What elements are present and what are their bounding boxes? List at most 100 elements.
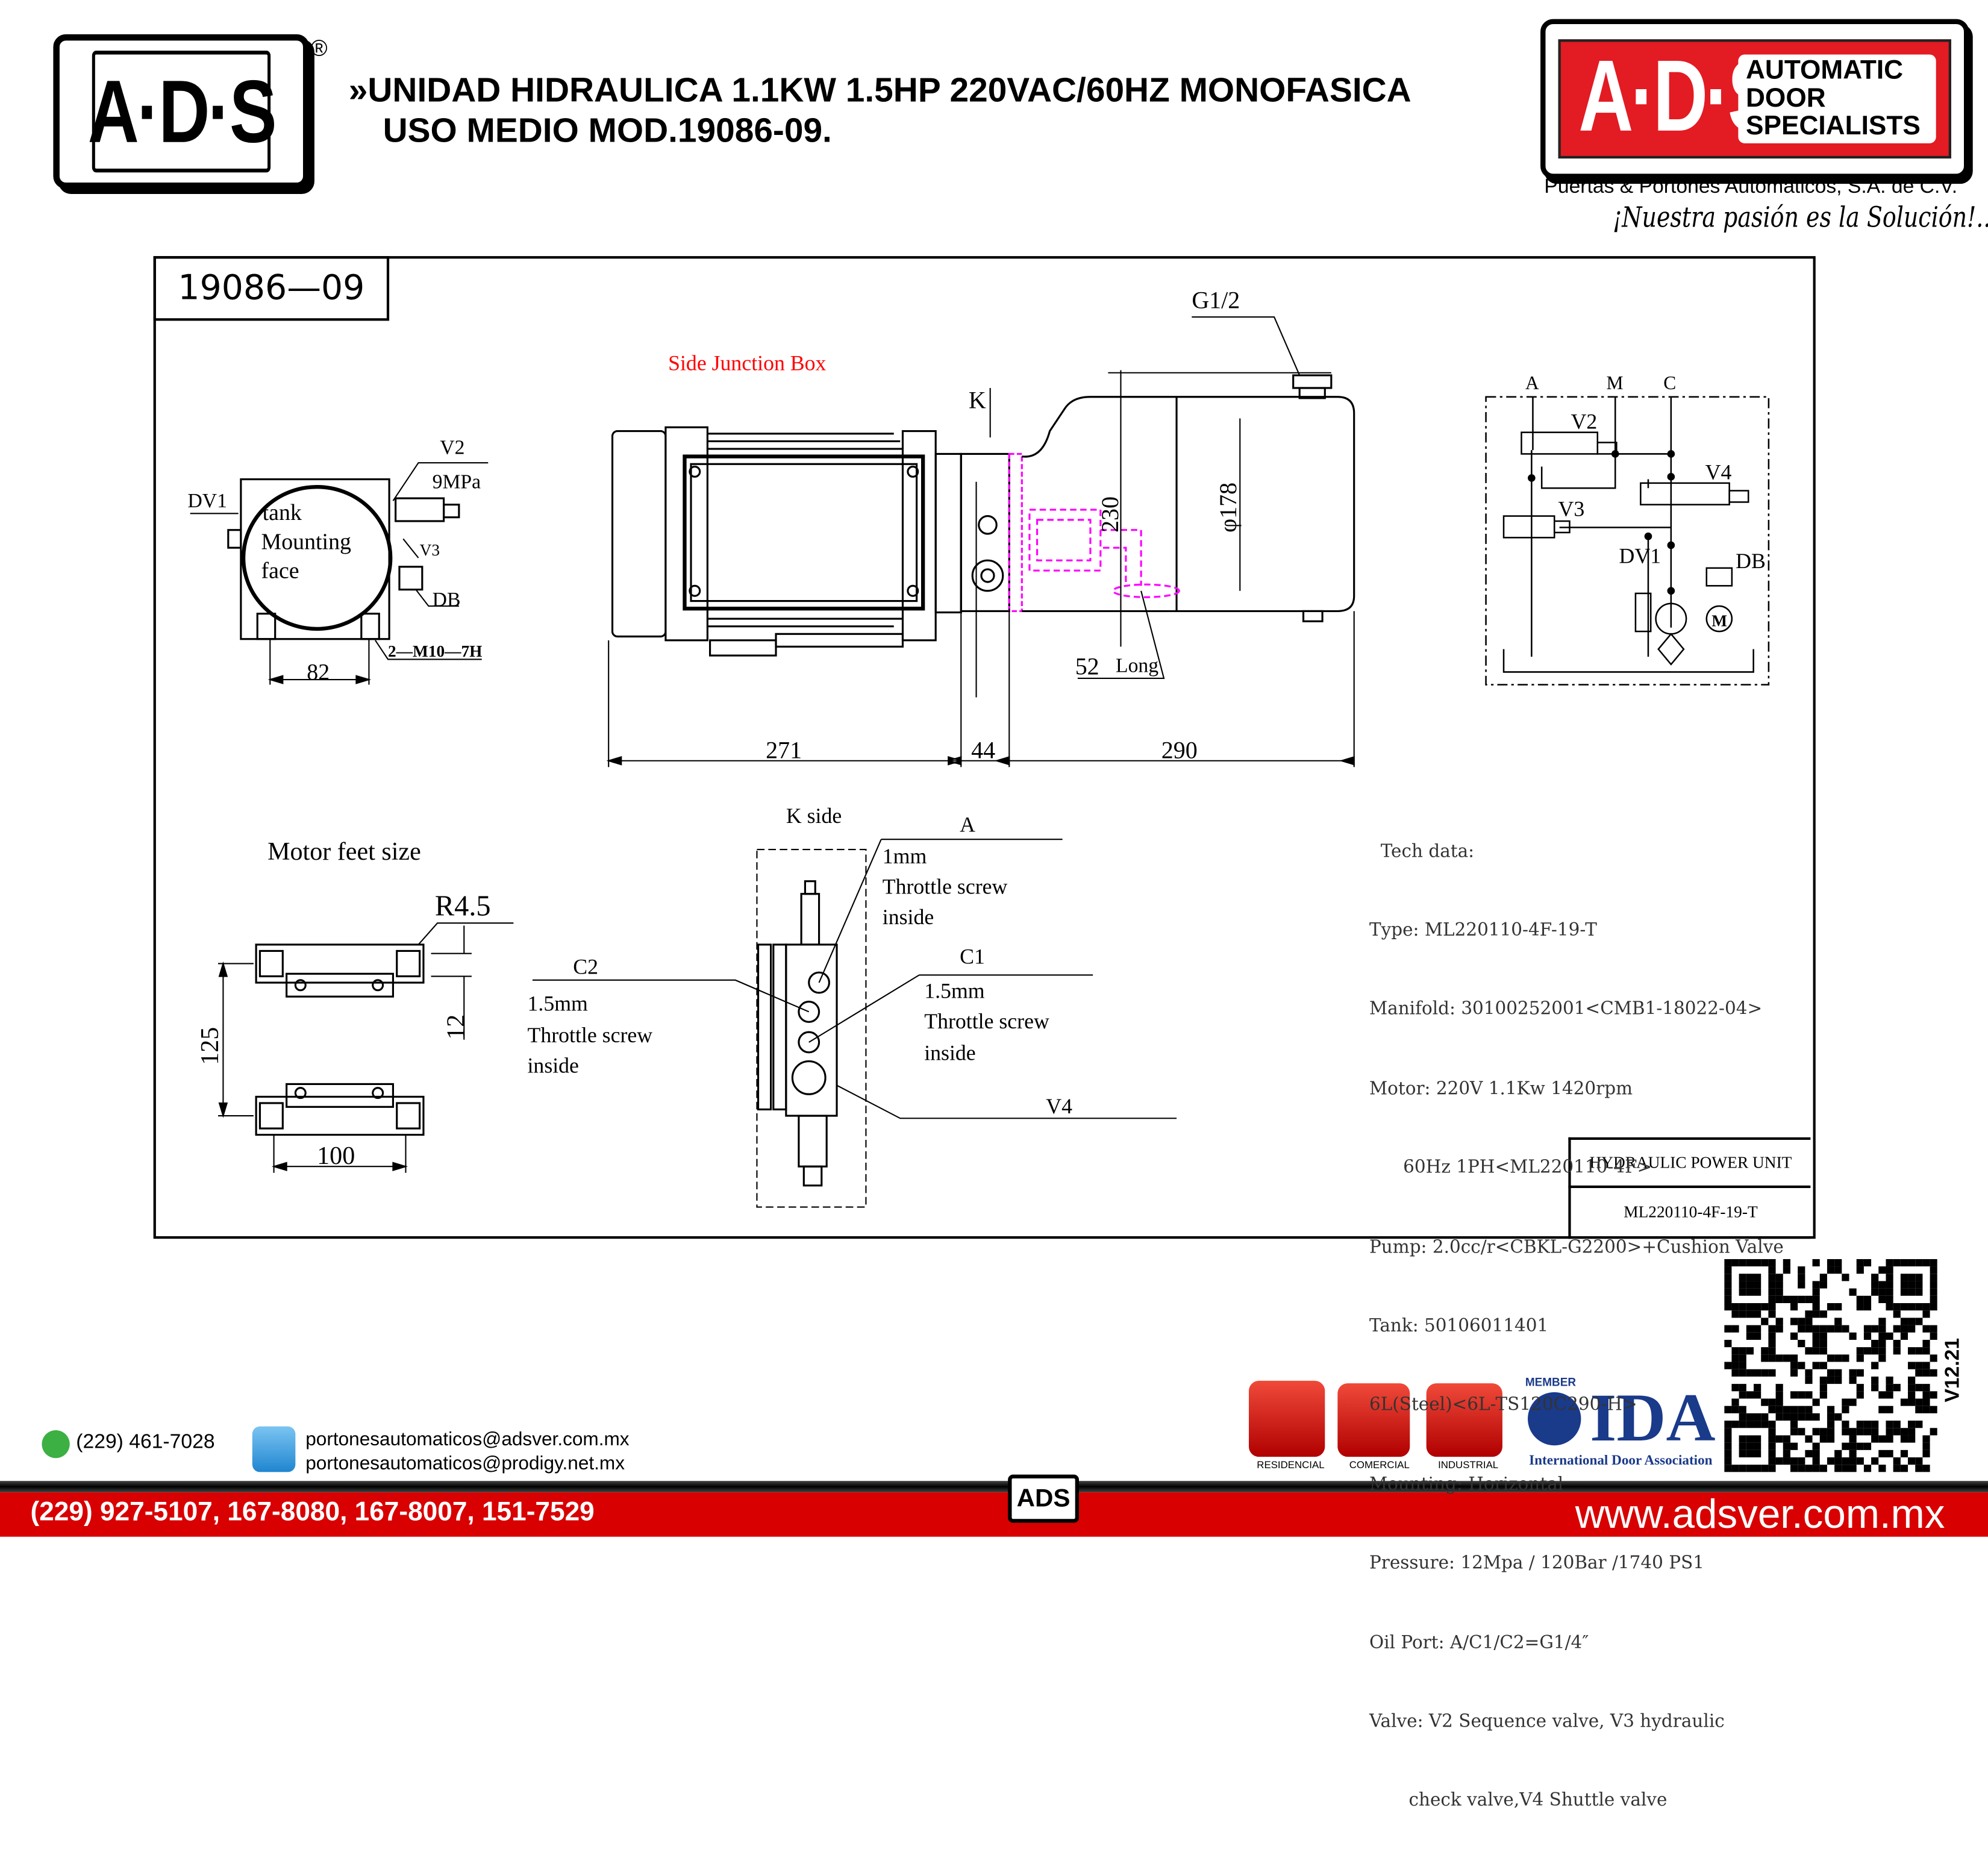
qr-module (1886, 1406, 1893, 1413)
qr-module (1754, 1391, 1761, 1399)
qr-module (1768, 1295, 1776, 1304)
label-d178: φ178 (1214, 483, 1242, 533)
qr-module (1915, 1369, 1923, 1377)
qr-module (1930, 1259, 1937, 1267)
qr-module (1922, 1339, 1930, 1348)
qr-module (1922, 1347, 1930, 1355)
qr-module (1878, 1406, 1886, 1413)
qr-module (1900, 1281, 1908, 1289)
qr-module (1856, 1384, 1864, 1392)
qr-module (1908, 1274, 1916, 1281)
qr-module (1863, 1332, 1872, 1340)
qr-module (1739, 1274, 1746, 1281)
qr-module (1746, 1310, 1754, 1318)
slogan: ¡Nuestra pasión es la Solución!.... (1613, 202, 1988, 235)
qr-module (1922, 1362, 1930, 1369)
label-long: Long (1116, 654, 1158, 677)
qr-module (1790, 1465, 1798, 1472)
qr-module (1812, 1442, 1820, 1450)
qr-module (1768, 1354, 1776, 1362)
qr-module (1746, 1281, 1754, 1289)
qr-module (1856, 1259, 1864, 1267)
whatsapp-number[interactable]: (229) 461-7028 (76, 1431, 215, 1453)
qr-module (1739, 1435, 1746, 1443)
qr-module (1863, 1295, 1872, 1304)
qr-module (1731, 1325, 1739, 1333)
qr-module (1724, 1457, 1732, 1465)
qr-module (1731, 1347, 1739, 1355)
qr-module (1863, 1428, 1872, 1436)
qr-module (1761, 1354, 1769, 1362)
qr-module (1812, 1281, 1820, 1289)
ads-mini-logo: ADS (1008, 1474, 1080, 1523)
qr-module (1878, 1325, 1886, 1333)
qr-module (1886, 1421, 1893, 1428)
footer-website[interactable]: www.adsver.com.mx (1575, 1490, 1945, 1537)
email-2[interactable]: portonesautomaticos@prodigy.net.mx (305, 1453, 625, 1475)
qr-module (1856, 1442, 1864, 1450)
qr-module (1739, 1442, 1746, 1450)
qr-module (1915, 1465, 1923, 1472)
email-1[interactable]: portonesautomaticos@adsver.com.mx (305, 1428, 630, 1451)
qr-module (1871, 1288, 1879, 1296)
spec-sheet: A·D·S ® »UNIDAD HIDRAULICA 1.1KW 1.5HP 2… (0, 19, 1988, 1811)
qr-module (1834, 1376, 1842, 1384)
qr-module (1900, 1288, 1908, 1296)
qr-code[interactable] (1724, 1259, 1937, 1472)
qr-module (1915, 1384, 1923, 1392)
qr-module (1768, 1266, 1776, 1274)
qr-module (1783, 1435, 1790, 1443)
qr-module (1819, 1391, 1827, 1399)
qr-module (1900, 1450, 1908, 1458)
qr-module (1731, 1465, 1739, 1472)
label-db: DB (433, 589, 461, 611)
qr-module (1746, 1332, 1754, 1340)
schematic-label-db: DB (1736, 549, 1766, 573)
qr-module (1724, 1303, 1732, 1311)
qr-module (1834, 1266, 1842, 1274)
qr-module (1886, 1259, 1893, 1267)
qr-module (1754, 1274, 1761, 1281)
residencial-icon (1249, 1380, 1325, 1457)
qr-module (1871, 1421, 1879, 1428)
qr-module (1724, 1281, 1732, 1289)
qr-module (1922, 1398, 1930, 1406)
qr-module (1886, 1391, 1893, 1399)
hydraulic-schematic (1485, 396, 1770, 686)
qr-module (1849, 1398, 1857, 1406)
qr-module (1886, 1266, 1893, 1274)
qr-module (1893, 1465, 1901, 1472)
qr-module (1790, 1295, 1798, 1304)
qr-module (1812, 1428, 1820, 1436)
qr-module (1739, 1421, 1746, 1428)
qr-module (1775, 1318, 1783, 1325)
label-a-mm: 1mm (883, 844, 927, 868)
qr-module (1849, 1428, 1857, 1436)
qr-module (1761, 1318, 1769, 1325)
qr-module (1871, 1457, 1879, 1465)
qr-module (1827, 1406, 1835, 1413)
qr-module (1783, 1457, 1790, 1465)
qr-module (1863, 1259, 1872, 1267)
qr-module (1798, 1428, 1805, 1436)
qr-module (1849, 1457, 1857, 1465)
qr-module (1819, 1384, 1827, 1392)
qr-module (1930, 1295, 1937, 1304)
qr-module (1761, 1465, 1769, 1472)
footer-phones[interactable]: (229) 927-5107, 167-8080, 167-8007, 151-… (30, 1497, 595, 1527)
qr-module (1761, 1369, 1769, 1377)
footer-red-band (0, 1492, 1988, 1537)
qr-module (1739, 1310, 1746, 1318)
qr-module (1922, 1259, 1930, 1267)
qr-module (1922, 1465, 1930, 1472)
label-c1-throttle: Throttle screw (924, 1009, 1049, 1033)
category-industrial: INDUSTRIAL (1438, 1459, 1499, 1471)
qr-module (1908, 1376, 1916, 1384)
qr-module (1754, 1310, 1761, 1318)
qr-module (1724, 1295, 1732, 1304)
qr-module (1900, 1435, 1908, 1443)
qr-module (1812, 1325, 1820, 1333)
qr-module (1922, 1391, 1930, 1399)
qr-module (1886, 1428, 1893, 1436)
qr-module (1893, 1347, 1901, 1355)
